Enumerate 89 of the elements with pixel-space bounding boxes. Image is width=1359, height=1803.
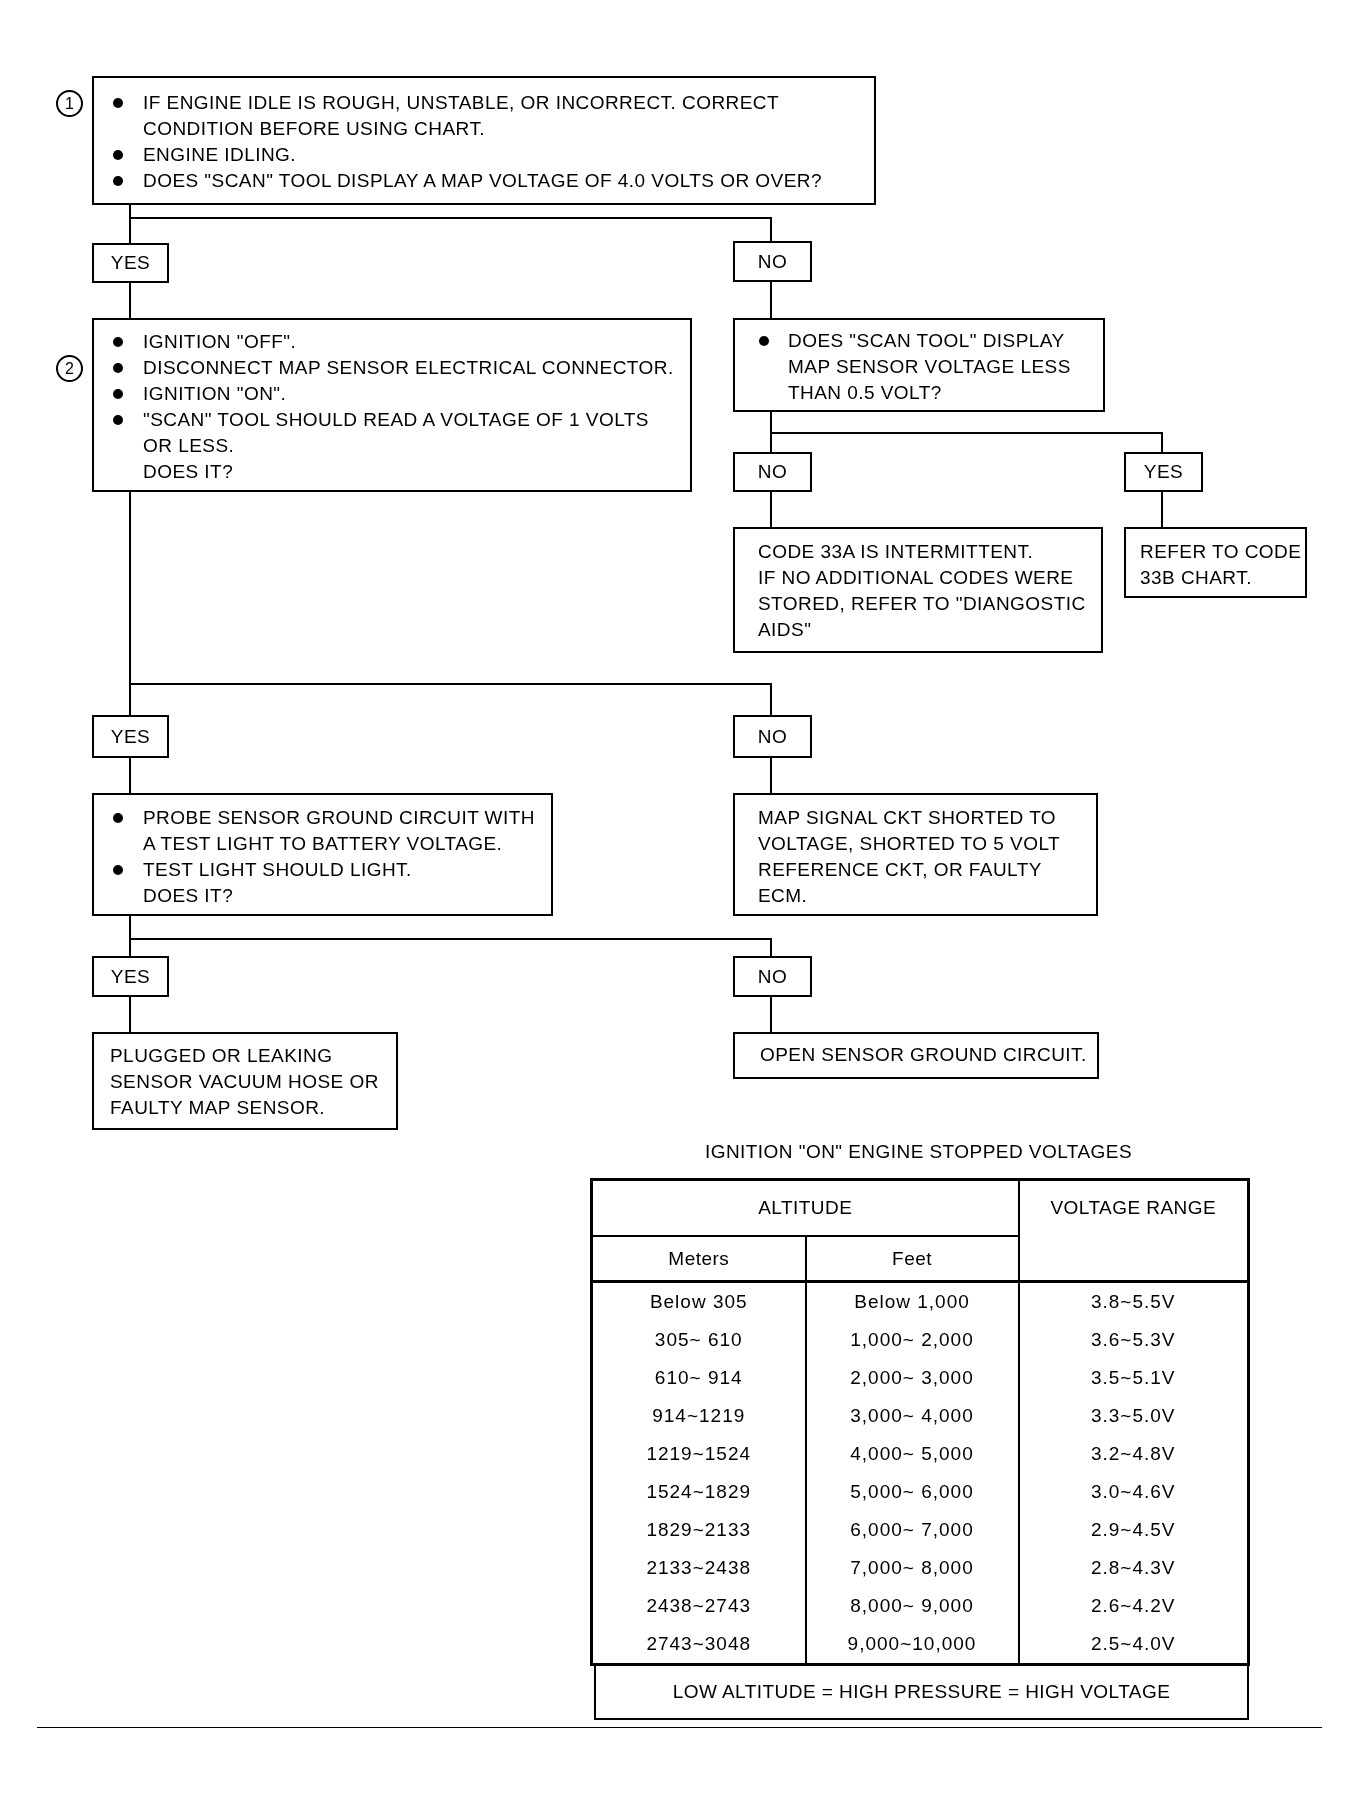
answer-tag bbox=[92, 715, 169, 758]
instruction-text: IGNITION "OFF". bbox=[143, 331, 297, 352]
step-box bbox=[92, 793, 553, 916]
instruction-text: DOES IT? bbox=[143, 461, 234, 482]
altitude-meters: 2438~2743 bbox=[646, 1595, 752, 1616]
answer-tag bbox=[733, 715, 812, 758]
answer-text: YES bbox=[110, 724, 151, 749]
result-text: OPEN SENSOR GROUND CIRCUIT. bbox=[760, 1044, 1087, 1065]
answer-tag bbox=[1124, 452, 1203, 492]
result-text: MAP SIGNAL CKT SHORTED TO VOLTAGE, SHORTED TO 5 VOLT REFERENCE CKT, OR FAULTY ECM. bbox=[758, 807, 1060, 906]
instruction-text: DOES "SCAN" TOOL DISPLAY A MAP VOLTAGE OF 4.0 VOLTS OR OVER? bbox=[143, 170, 822, 191]
connector-line bbox=[129, 996, 131, 1033]
column-header: Meters bbox=[668, 1247, 730, 1269]
altitude-meters: 2133~2438 bbox=[646, 1557, 752, 1578]
answer-text: YES bbox=[110, 251, 151, 275]
answer-tag bbox=[92, 956, 169, 997]
answer-tag bbox=[733, 956, 812, 997]
connector-line bbox=[770, 996, 772, 1033]
voltage-range: 3.5~5.1V bbox=[1090, 1367, 1176, 1388]
voltage-range: 3.6~5.3V bbox=[1090, 1329, 1176, 1350]
voltage-range: 2.6~4.2V bbox=[1090, 1595, 1176, 1616]
column-header: VOLTAGE RANGE bbox=[1050, 1197, 1217, 1218]
altitude-feet: 2,000~ 3,000 bbox=[850, 1367, 974, 1388]
answer-text: NO bbox=[757, 724, 788, 749]
altitude-meters: 914~1219 bbox=[652, 1405, 746, 1426]
altitude-feet: 3,000~ 4,000 bbox=[850, 1405, 974, 1426]
instruction-text: IGNITION "ON". bbox=[143, 383, 287, 404]
altitude-feet: 7,000~ 8,000 bbox=[850, 1557, 974, 1578]
answer-text: YES bbox=[1143, 460, 1184, 484]
column-header: Feet bbox=[892, 1247, 932, 1269]
connector-line bbox=[770, 757, 772, 794]
altitude-meters: 2743~3048 bbox=[646, 1633, 752, 1654]
instruction-text: "SCAN" TOOL SHOULD READ A VOLTAGE OF 1 VOLTS OR LESS. bbox=[143, 409, 649, 456]
instruction-text: TEST LIGHT SHOULD LIGHT. bbox=[143, 859, 412, 880]
voltage-range: 2.9~4.5V bbox=[1090, 1519, 1176, 1540]
table-footnote: LOW ALTITUDE = HIGH PRESSURE = HIGH VOLTAGE bbox=[672, 1681, 1171, 1703]
instruction-text: PROBE SENSOR GROUND CIRCUIT WITH A TEST LIGHT TO BATTERY VOLTAGE. bbox=[143, 807, 535, 854]
voltage-range: 2.5~4.0V bbox=[1090, 1633, 1176, 1654]
altitude-meters: Below 305 bbox=[649, 1291, 748, 1312]
altitude-feet: 6,000~ 7,000 bbox=[850, 1519, 974, 1540]
answer-tag bbox=[733, 241, 812, 282]
result-text: REFER TO CODE 33B CHART. bbox=[1140, 541, 1302, 588]
altitude-meters: 1829~2133 bbox=[646, 1519, 752, 1540]
answer-text: YES bbox=[110, 964, 151, 989]
step-box bbox=[733, 318, 1105, 412]
step-number: 1 bbox=[56, 90, 83, 117]
voltage-range: 3.3~5.0V bbox=[1090, 1405, 1176, 1426]
answer-tag bbox=[733, 452, 812, 492]
connector-line bbox=[1161, 491, 1163, 528]
result-text: CODE 33A IS INTERMITTENT. bbox=[758, 541, 1034, 562]
answer-text: NO bbox=[757, 964, 788, 989]
column-header: ALTITUDE bbox=[758, 1197, 853, 1218]
answer-tag bbox=[92, 243, 169, 283]
altitude-meters: 1219~1524 bbox=[646, 1443, 752, 1464]
instruction-text: IF ENGINE IDLE IS ROUGH, UNSTABLE, OR INCORRECT. CORRECT CONDITION BEFORE USING CHART. bbox=[143, 92, 779, 139]
voltage-range: 2.8~4.3V bbox=[1090, 1557, 1176, 1578]
step-number: 2 bbox=[56, 355, 83, 382]
step-box bbox=[92, 318, 692, 492]
altitude-feet: 5,000~ 6,000 bbox=[850, 1481, 974, 1502]
altitude-meters: 1524~1829 bbox=[646, 1481, 752, 1502]
answer-text: NO bbox=[757, 249, 788, 274]
altitude-feet: 9,000~10,000 bbox=[847, 1633, 977, 1654]
altitude-feet: 4,000~ 5,000 bbox=[850, 1443, 974, 1464]
voltage-range: 3.8~5.5V bbox=[1090, 1291, 1176, 1312]
answer-text: NO bbox=[757, 460, 788, 484]
result-box bbox=[1124, 527, 1307, 598]
result-text: IF NO ADDITIONAL CODES WERE STORED, REFER TO "DIANGOSTIC AIDS" bbox=[758, 567, 1086, 640]
instruction-text: DISCONNECT MAP SENSOR ELECTRICAL CONNECTOR. bbox=[143, 357, 674, 378]
table-caption: IGNITION "ON" ENGINE STOPPED VOLTAGES bbox=[704, 1141, 1133, 1162]
connector-line bbox=[770, 491, 772, 528]
altitude-feet: Below 1,000 bbox=[854, 1291, 970, 1312]
instruction-text: ENGINE IDLING. bbox=[143, 144, 297, 165]
voltage-range: 3.2~4.8V bbox=[1090, 1443, 1176, 1464]
altitude-meters: 305~ 610 bbox=[654, 1329, 743, 1350]
step-box bbox=[92, 76, 876, 205]
connector-line bbox=[129, 282, 131, 319]
result-box bbox=[733, 527, 1103, 653]
voltage-range: 3.0~4.6V bbox=[1090, 1481, 1176, 1502]
altitude-feet: 1,000~ 2,000 bbox=[850, 1329, 974, 1350]
altitude-feet: 8,000~ 9,000 bbox=[850, 1595, 974, 1616]
result-box bbox=[92, 1032, 398, 1130]
connector-line bbox=[129, 757, 131, 794]
instruction-text: DOES "SCAN TOOL" DISPLAY MAP SENSOR VOLTAGE LESS THAN 0.5 VOLT? bbox=[788, 330, 1071, 403]
result-box bbox=[733, 1032, 1099, 1079]
instruction-text: DOES IT? bbox=[143, 885, 234, 906]
connector-line bbox=[770, 281, 772, 319]
result-text: PLUGGED OR LEAKING SENSOR VACUUM HOSE OR FAULTY MAP SENSOR. bbox=[110, 1045, 379, 1118]
result-box bbox=[733, 793, 1098, 916]
altitude-meters: 610~ 914 bbox=[654, 1367, 743, 1388]
